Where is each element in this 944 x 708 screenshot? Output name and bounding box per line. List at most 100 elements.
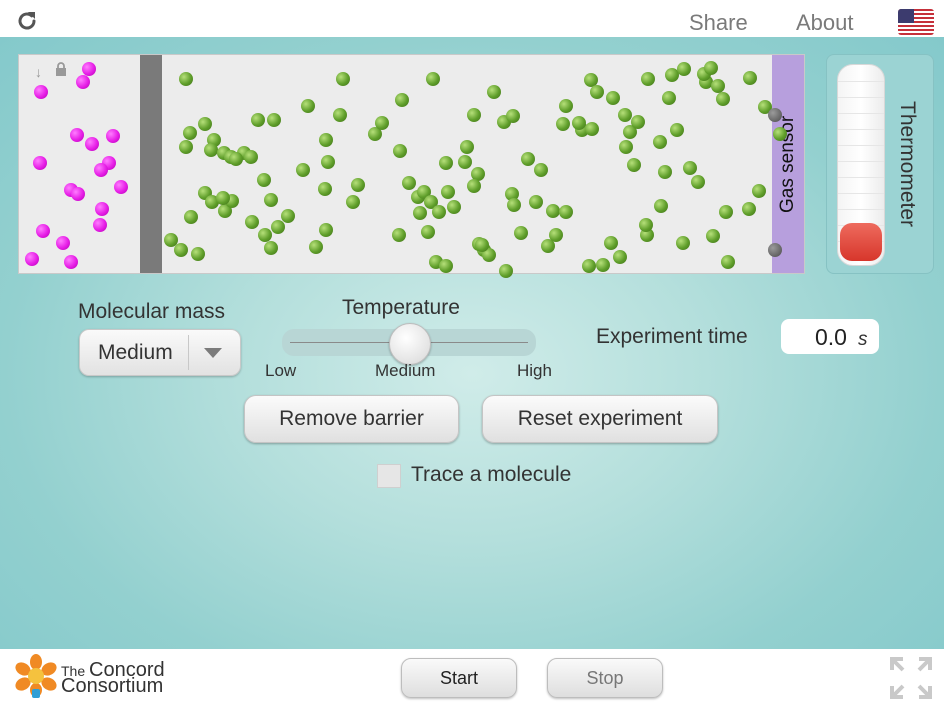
light-molecule xyxy=(559,99,573,113)
light-molecule xyxy=(743,71,757,85)
light-molecule xyxy=(351,178,365,192)
light-molecule xyxy=(618,108,632,122)
light-molecule xyxy=(627,158,641,172)
light-molecule xyxy=(432,205,446,219)
molecular-mass-label: Molecular mass xyxy=(78,300,226,323)
us-flag-icon[interactable] xyxy=(898,9,934,35)
light-molecule xyxy=(460,140,474,154)
light-molecule xyxy=(319,223,333,237)
light-molecule xyxy=(719,205,733,219)
bottom-bar: The Concord Consortium Start Stop xyxy=(0,649,944,708)
heavy-molecule xyxy=(114,180,128,194)
trace-molecule-checkbox[interactable] xyxy=(377,464,401,488)
heavy-molecule xyxy=(71,187,85,201)
experiment-time-display: 0.0 s xyxy=(781,319,879,354)
light-molecule xyxy=(439,156,453,170)
light-molecule xyxy=(631,115,645,129)
heavy-molecule xyxy=(82,62,96,76)
reset-experiment-button[interactable]: Reset experiment xyxy=(482,395,718,443)
sensor-molecule xyxy=(768,243,782,257)
temperature-high-label: High xyxy=(517,361,552,380)
heavy-molecule xyxy=(95,202,109,216)
light-molecule xyxy=(198,117,212,131)
light-molecule xyxy=(482,248,496,262)
lock-icon[interactable] xyxy=(55,62,67,76)
logo-text-line1: The Concord xyxy=(61,659,165,681)
light-molecule xyxy=(475,238,489,252)
light-molecule xyxy=(393,144,407,158)
light-molecule xyxy=(514,226,528,240)
light-molecule xyxy=(467,108,481,122)
light-molecule xyxy=(267,113,281,127)
light-molecule xyxy=(296,163,310,177)
light-molecule xyxy=(546,204,560,218)
light-molecule xyxy=(653,135,667,149)
heavy-molecule xyxy=(93,218,107,232)
reload-icon[interactable] xyxy=(15,9,39,33)
light-molecule xyxy=(319,133,333,147)
pin-icon[interactable]: ↓ xyxy=(35,64,42,80)
temperature-label: Temperature xyxy=(342,296,460,319)
concord-logo-icon xyxy=(15,654,57,698)
light-molecule xyxy=(534,163,548,177)
light-molecule xyxy=(639,218,653,232)
temperature-slider[interactable] xyxy=(282,323,536,365)
light-molecule xyxy=(683,161,697,175)
top-bar: Share About xyxy=(0,0,944,37)
heavy-molecule xyxy=(64,255,78,269)
thermometer-tube xyxy=(837,64,885,266)
light-molecule xyxy=(658,165,672,179)
light-molecule xyxy=(321,155,335,169)
thermometer-tick xyxy=(838,193,884,194)
logo-text-line2: Consortium xyxy=(61,675,164,697)
light-molecule xyxy=(336,72,350,86)
heavy-molecule xyxy=(34,85,48,99)
slider-knob[interactable] xyxy=(389,323,431,365)
trace-molecule-label[interactable]: Trace a molecule xyxy=(411,463,572,486)
start-button[interactable]: Start xyxy=(401,658,517,698)
light-molecule xyxy=(654,199,668,213)
light-molecule xyxy=(281,209,295,223)
heavy-molecule xyxy=(76,75,90,89)
light-molecule xyxy=(691,175,705,189)
stop-button[interactable]: Stop xyxy=(547,658,663,698)
light-molecule xyxy=(164,233,178,247)
light-molecule xyxy=(368,127,382,141)
molecular-mass-select[interactable]: Medium xyxy=(79,329,241,376)
light-molecule xyxy=(529,195,543,209)
light-molecule xyxy=(604,236,618,250)
molecular-mass-value: Medium xyxy=(98,341,173,364)
light-molecule xyxy=(264,241,278,255)
light-molecule xyxy=(205,195,219,209)
remove-barrier-button[interactable]: Remove barrier xyxy=(244,395,459,443)
light-molecule xyxy=(244,150,258,164)
share-link[interactable]: Share xyxy=(689,10,748,35)
about-link[interactable]: About xyxy=(796,10,854,35)
light-molecule xyxy=(505,187,519,201)
gas-sensor: Gas sensor xyxy=(772,55,804,273)
heavy-molecule xyxy=(36,224,50,238)
light-molecule xyxy=(584,73,598,87)
light-molecule xyxy=(606,91,620,105)
light-molecule xyxy=(309,240,323,254)
light-molecule xyxy=(216,191,230,205)
light-molecule xyxy=(441,185,455,199)
barrier xyxy=(140,55,162,273)
light-molecule xyxy=(392,228,406,242)
sensor-molecule xyxy=(768,108,782,122)
fullscreen-icon[interactable] xyxy=(889,656,933,700)
light-molecule xyxy=(395,93,409,107)
light-molecule xyxy=(499,264,513,278)
light-molecule xyxy=(471,167,485,181)
temperature-medium-label: Medium xyxy=(375,361,436,380)
light-molecule xyxy=(229,152,243,166)
light-molecule xyxy=(721,255,735,269)
light-molecule xyxy=(619,140,633,154)
light-molecule xyxy=(585,122,599,136)
light-molecule xyxy=(716,92,730,106)
light-molecule xyxy=(556,117,570,131)
light-molecule xyxy=(184,210,198,224)
gas-sensor-label: Gas sensor xyxy=(777,115,798,213)
light-molecule xyxy=(665,68,679,82)
thermometer-tick xyxy=(838,161,884,162)
